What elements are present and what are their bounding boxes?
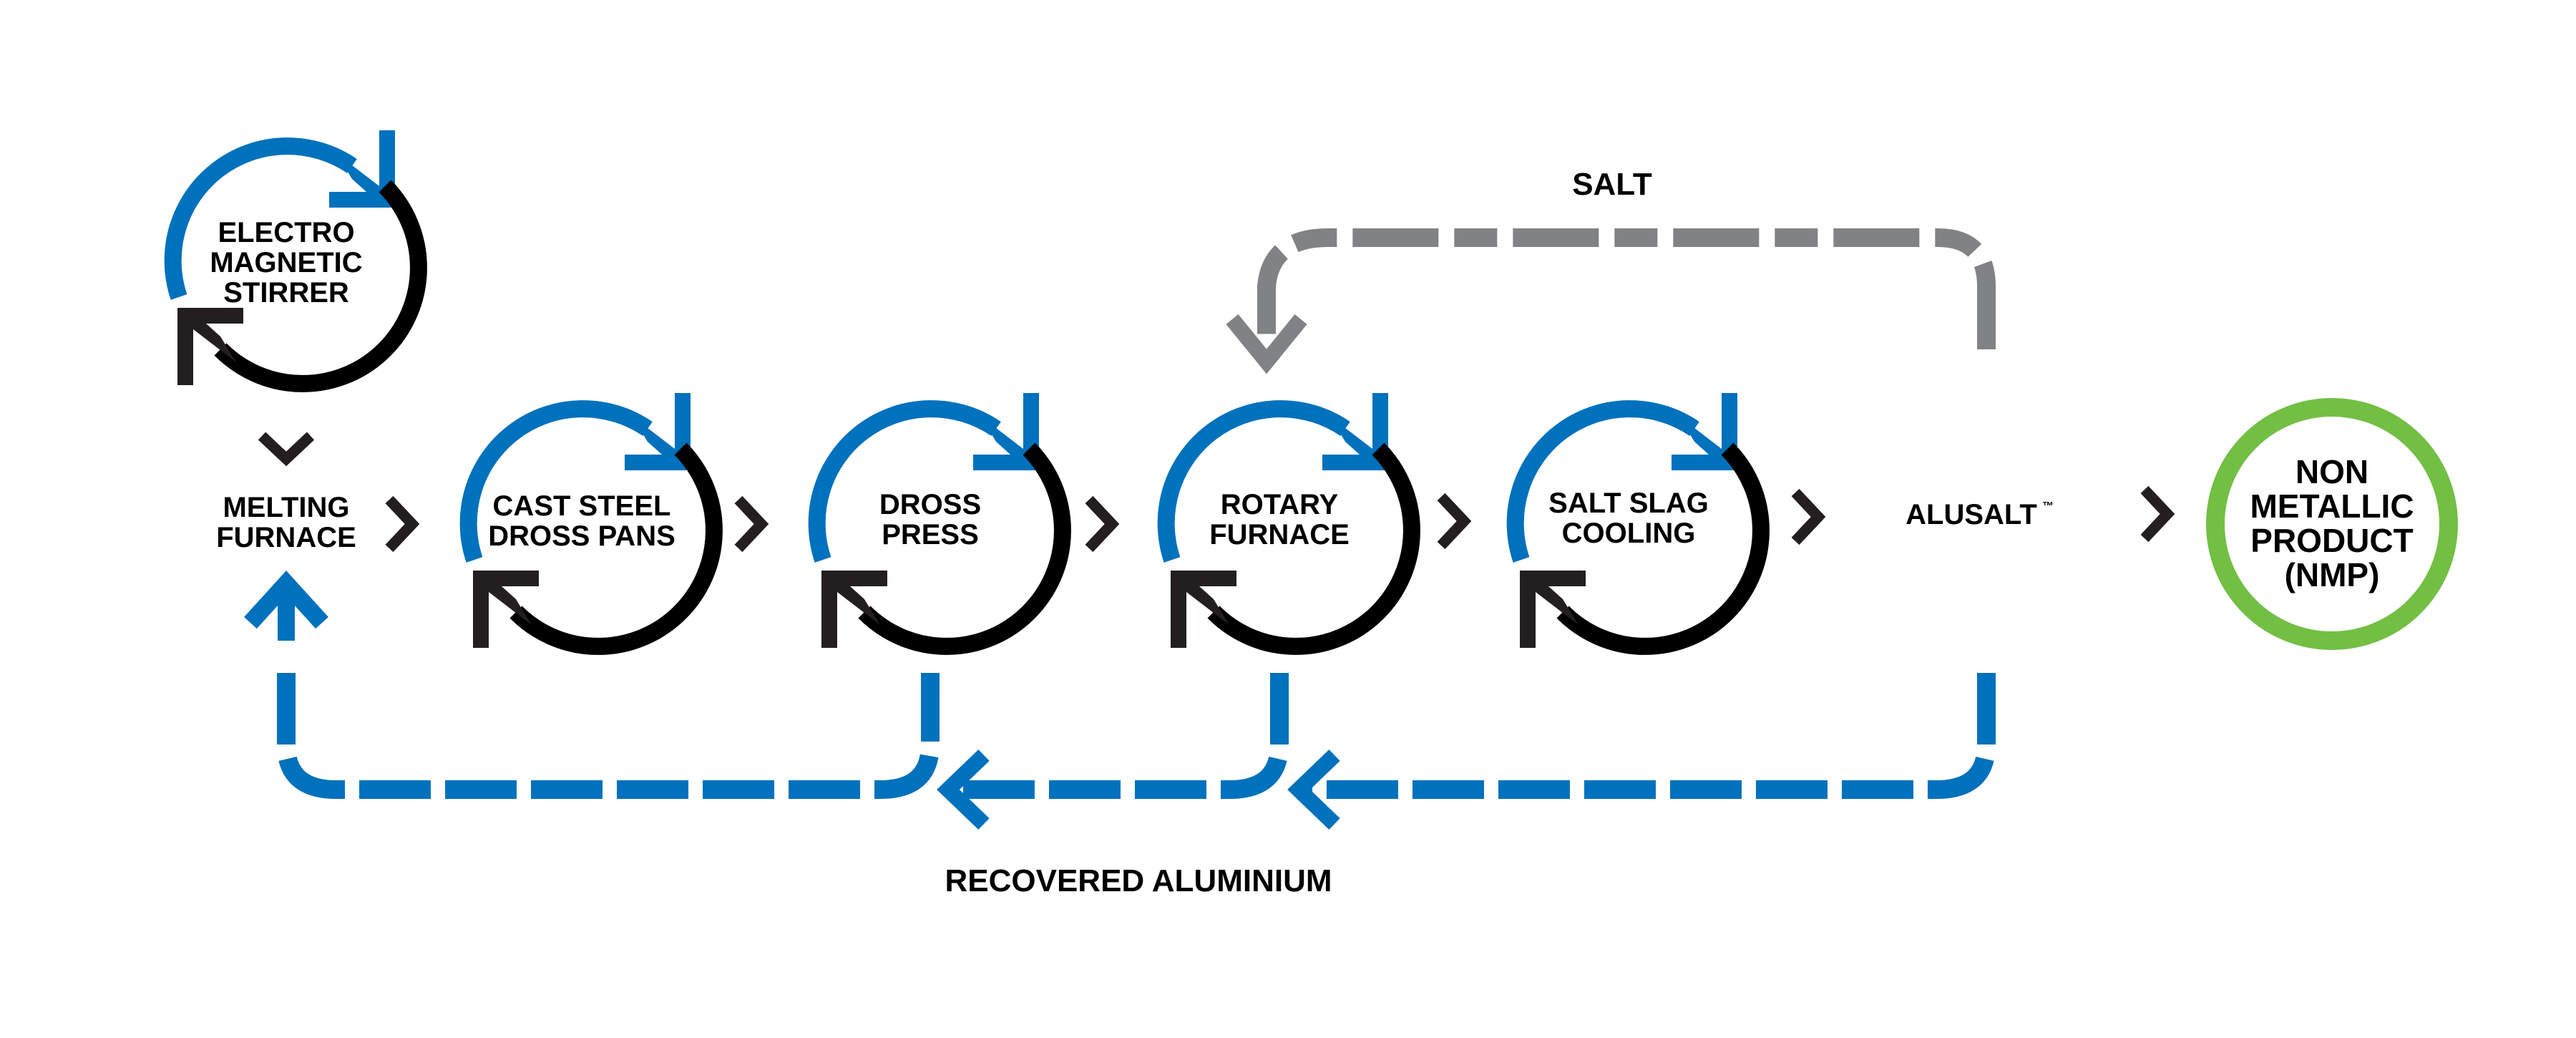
- node-label-line: MAGNETIC: [210, 247, 362, 278]
- chevron-right-icon: [1441, 497, 1464, 545]
- salt-arrow-head-icon: [1226, 314, 1307, 374]
- recovered-aluminium-label: RECOVERED ALUMINIUM: [945, 863, 1332, 898]
- recovered-arrow-head-icon: [1287, 750, 1340, 830]
- node-label-line: MELTING: [223, 492, 349, 523]
- chevron-down-icon: [262, 436, 311, 459]
- node-non-metallic-product: NON METALLIC PRODUCT (NMP): [2206, 398, 2458, 650]
- chevron-right-icon: [389, 500, 412, 548]
- salt-return-path: [1226, 228, 1996, 374]
- node-label-line: FURNACE: [1209, 519, 1350, 550]
- node-label-line: NON: [2296, 453, 2368, 490]
- node-label-line: PRESS: [882, 519, 979, 550]
- chevron-right-icon: [738, 500, 761, 548]
- node-label-line: DROSS: [879, 489, 981, 520]
- node-cast-steel-dross-pans: CAST STEEL DROSS PANS: [469, 393, 714, 648]
- node-label-line: (NMP): [2285, 556, 2380, 593]
- node-label-line: ROTARY: [1221, 489, 1339, 520]
- salt-label: SALT: [1572, 167, 1652, 202]
- node-label-line: CAST STEEL: [493, 490, 671, 522]
- trademark-symbol: ™: [2042, 500, 2054, 513]
- node-label-line: ELECTRO: [218, 217, 354, 248]
- node-label-line: SALT SLAG: [1548, 488, 1709, 519]
- chevron-right-icon: [1089, 500, 1112, 548]
- node-label-line: METALLIC: [2250, 488, 2414, 525]
- node-alusalt: ALUSALT ™: [1906, 499, 2054, 530]
- node-dross-press: DROSS PRESS: [817, 393, 1063, 648]
- alusalt-label: ALUSALT: [1906, 499, 2037, 530]
- node-rotary-furnace: ROTARY FURNACE: [1166, 393, 1412, 648]
- chevron-right-icon: [2145, 490, 2167, 538]
- recovered-arrow-head-icon: [937, 750, 990, 830]
- node-label-line: COOLING: [1562, 518, 1696, 549]
- node-label-line: FURNACE: [216, 522, 356, 553]
- node-label-line: STIRRER: [223, 277, 349, 309]
- node-electro-magnetic-stirrer: ELECTRO MAGNETIC STIRRER: [173, 130, 419, 385]
- node-salt-slag-cooling: SALT SLAG COOLING: [1516, 393, 1761, 648]
- node-label-line: DROSS PANS: [488, 520, 675, 552]
- ring-icon: [2206, 398, 2458, 650]
- up-arrow-icon: [244, 571, 328, 629]
- node-label-line: PRODUCT: [2250, 522, 2413, 559]
- recovered-aluminium-path: [244, 571, 1996, 830]
- node-melting-furnace: MELTING FURNACE: [216, 492, 356, 553]
- chevron-right-icon: [1795, 493, 1818, 541]
